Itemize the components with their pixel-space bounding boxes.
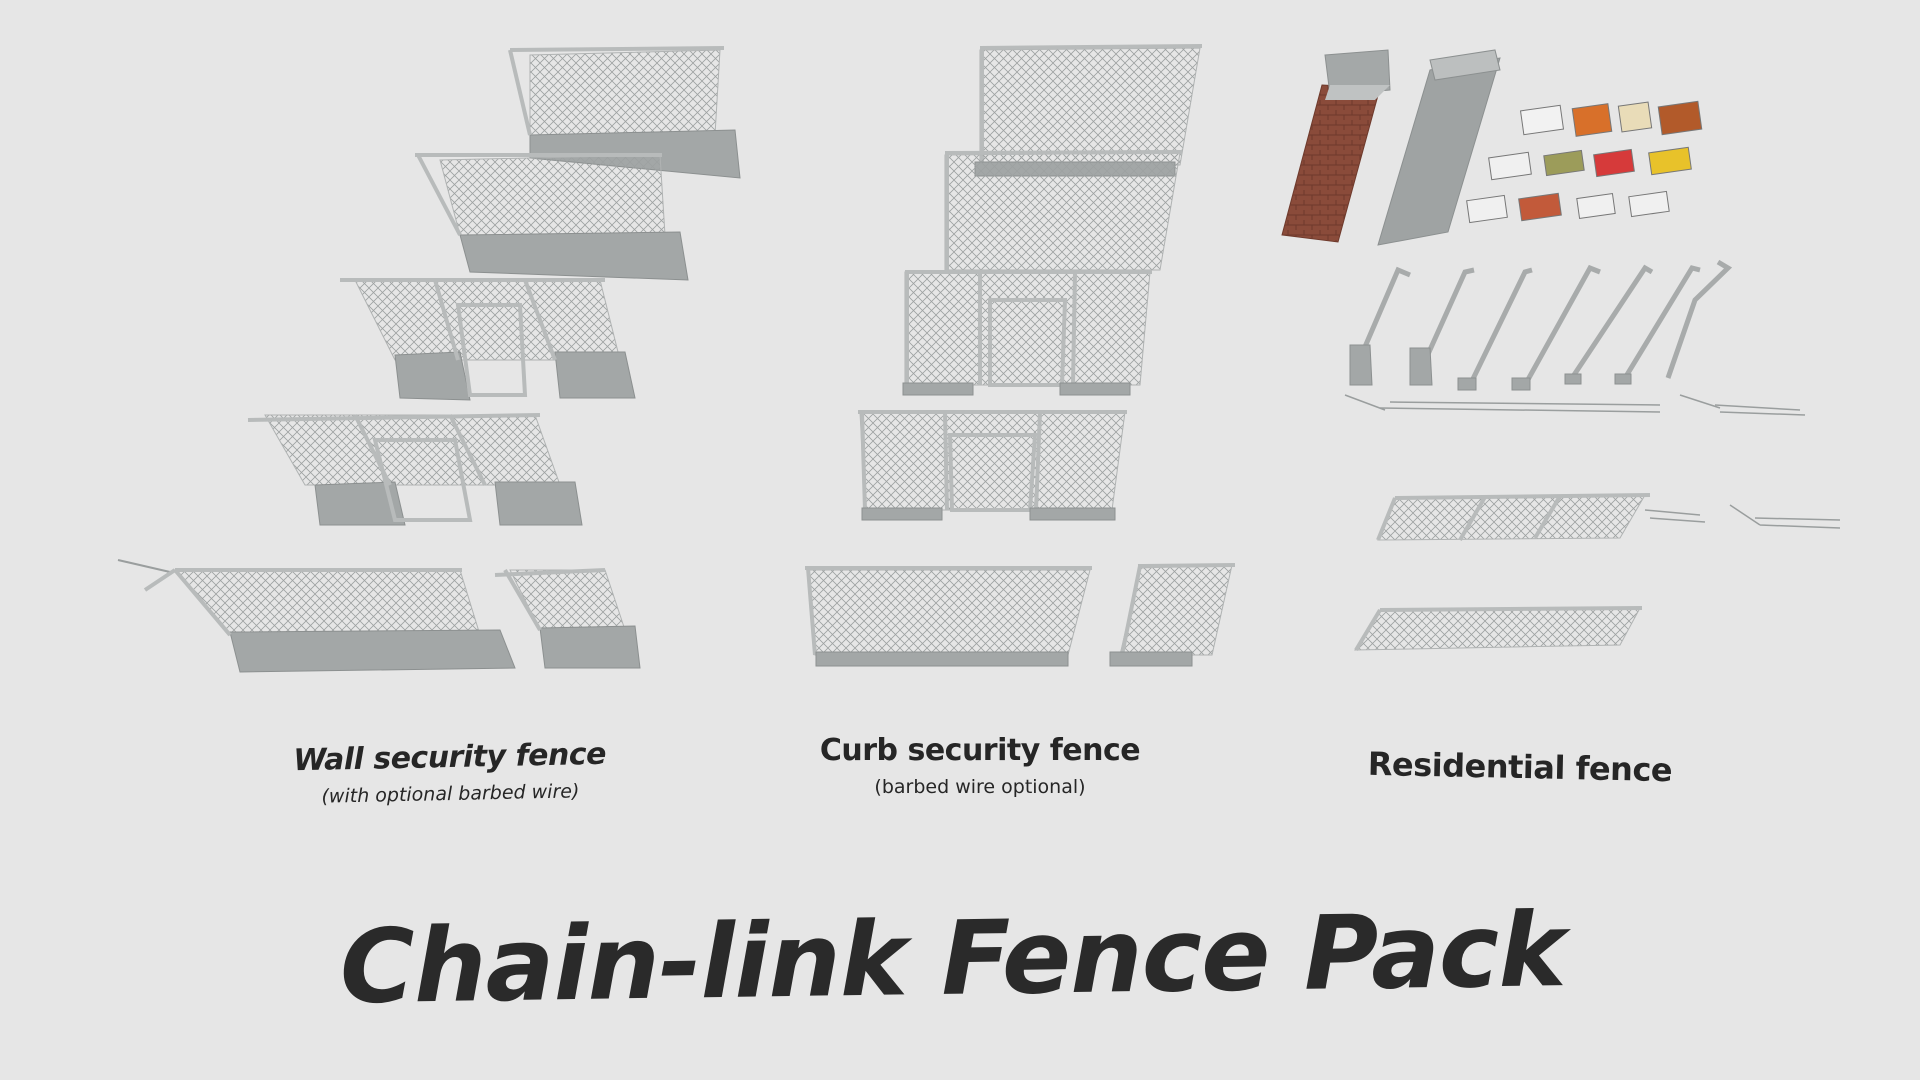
post-bases (1349, 344, 1632, 391)
curb-fence-long-panel (805, 566, 1092, 667)
barbed-wire (1344, 394, 1806, 416)
curb-fence-gate-panel (858, 410, 1127, 521)
residential-fence-caption: Residential fence (1360, 745, 1681, 790)
fence-posts (1352, 259, 1733, 387)
warning-signs (1466, 100, 1703, 224)
pack-title: Chain-link Fence Pack (339, 891, 1566, 1028)
caption-title: Residential fence (1367, 744, 1673, 790)
wall-fence-panel (508, 46, 741, 179)
curb-fence-gate-panel (902, 270, 1152, 396)
wall-fence-panel (415, 153, 689, 281)
caption-title: Curb security fence (819, 733, 1141, 768)
curb-security-fence-group (805, 44, 1236, 667)
wall-fence-gate-panel (340, 278, 636, 401)
wall-fence-barbed-panel (117, 559, 516, 673)
residential-fence-group (1281, 49, 1841, 652)
caption-subtitle: (barbed wire optional) (874, 776, 1086, 798)
residential-fence-low-panel (1354, 606, 1643, 652)
concrete-pillar (1377, 49, 1501, 246)
wall-security-fence-caption: Wall security fence (with optional barbe… (259, 736, 640, 809)
caption-title: Wall security fence (293, 736, 607, 779)
curb-security-fence-caption: Curb security fence (barbed wire optiona… (800, 733, 1160, 798)
wall-fence-gate-panel (247, 413, 583, 526)
curb-fence-short-panel (1109, 563, 1236, 667)
wall-fence-short-panel (494, 568, 641, 669)
curb-fence-panel (944, 150, 1183, 271)
residential-fence-panel (1376, 493, 1841, 542)
brick-pillar (1281, 49, 1391, 243)
wall-security-fence-group (117, 46, 741, 673)
